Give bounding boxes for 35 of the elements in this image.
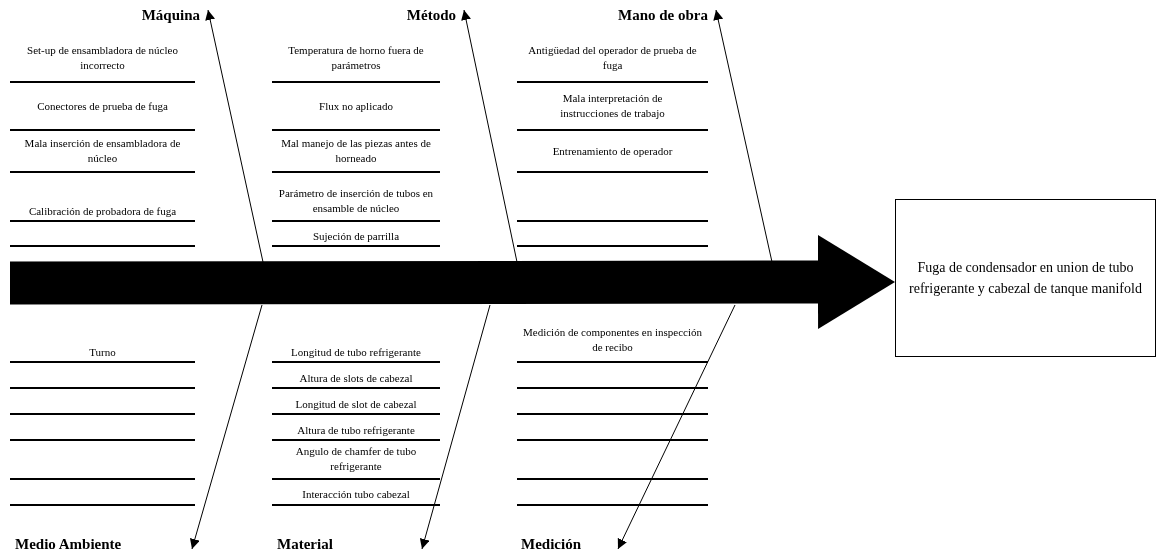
cause-label: Mala interpretación de instrucciones de trabajo (559, 91, 666, 121)
cause-label: Sujeción de parrilla (312, 228, 400, 244)
cause-label: Set-up de ensambladora de núcleo incorrecto (26, 43, 179, 73)
arrow (617, 304, 736, 550)
cause-label: Altura de tubo refrigerante (297, 422, 415, 438)
cause-label: Longitud de slot de cabezal (295, 396, 417, 412)
cause-label: Mala inserción de ensambladora de núcleo (23, 136, 182, 166)
category-heading: Mano de obra (618, 6, 708, 24)
cause-label: Antigüedad del operador de prueba de fuga (527, 43, 698, 73)
arrow (205, 9, 264, 263)
cause-label: Flux no aplicado (319, 98, 393, 114)
cause-label: Longitud de tubo refrigerante (291, 344, 421, 360)
cause-label: Interacción tubo cabezal (302, 486, 410, 502)
cause-label: Turno (89, 344, 116, 360)
cause-label: Angulo de chamfer de tubo refrigerante (294, 444, 418, 474)
arrow (713, 9, 773, 263)
cause-label: Entrenamiento de operador (552, 143, 673, 159)
arrow (461, 9, 518, 263)
arrow (419, 304, 491, 550)
category-heading: Material (277, 535, 421, 553)
effect-box (895, 199, 1156, 357)
category-heading: Medición (521, 535, 617, 553)
cause-label: Parámetro de inserción de tubos en ensamble de núcleo (277, 186, 435, 216)
spine-arrow (9, 235, 895, 329)
cause-label: Conectores de prueba de fuga (37, 98, 168, 114)
category-heading: Método (406, 6, 456, 24)
cause-label: Medición de componentes en inspección de recibo (522, 325, 703, 355)
cause-label: Temperatura de horno fuera de parámetros (287, 43, 425, 73)
category-heading: Máquina (141, 6, 200, 24)
category-heading: Medio Ambiente (15, 535, 191, 553)
effect-text: Fuga de condensador en union de tubo refrigerante y cabezal de tanque manifold (908, 259, 1143, 298)
arrow (189, 304, 263, 550)
cause-label: Calibración de probadora de fuga (28, 203, 177, 219)
cause-label: Mal manejo de las piezas antes de horneado (280, 136, 432, 166)
cause-label: Altura de slots de cabezal (299, 370, 413, 386)
